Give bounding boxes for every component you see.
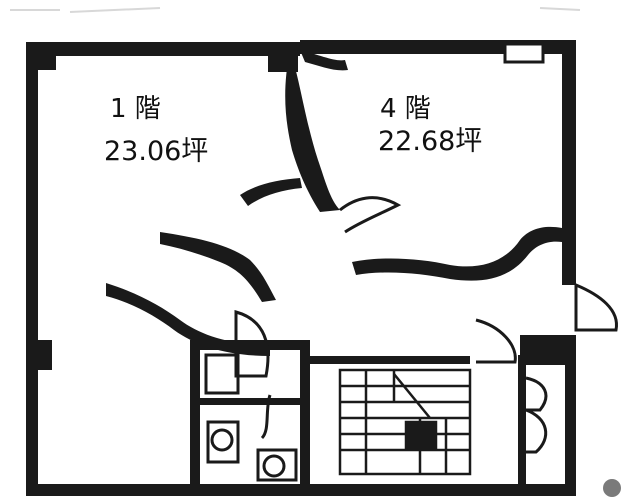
room-floor-label: 1 階: [110, 94, 161, 124]
door-swings: [234, 196, 618, 454]
stairs: [338, 368, 472, 476]
room-area-label: 22.68坪: [378, 126, 483, 157]
interior-walls: [190, 340, 526, 490]
curved-partitions: [106, 50, 562, 356]
window-frame: [503, 42, 545, 64]
bathroom-fixtures: [204, 353, 298, 482]
corner-mark: [603, 479, 621, 497]
room-area-label: 23.06坪: [104, 136, 209, 167]
scan-marks: [10, 7, 581, 13]
room-floor-label: 4 階: [380, 94, 431, 124]
